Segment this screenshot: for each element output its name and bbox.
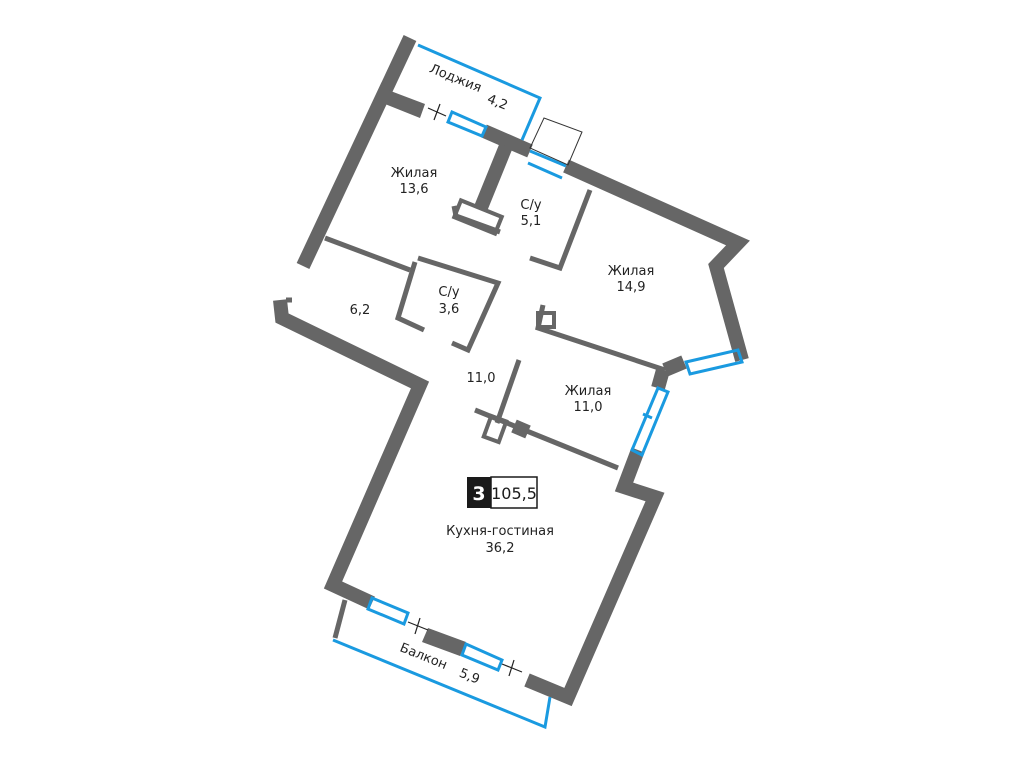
- room-name: Жилая: [391, 166, 438, 181]
- room-bathroom-1: С/у 5,1: [520, 198, 541, 229]
- room-name: С/у: [520, 198, 541, 213]
- room-bathroom-2: С/у 3,6: [438, 285, 459, 317]
- room-name: Жилая: [608, 264, 655, 279]
- room-area: 11,0: [574, 400, 603, 415]
- room-bedroom-3: Жилая 11,0: [565, 384, 612, 415]
- inner-walls: [324, 143, 666, 639]
- outer-walls: [273, 35, 750, 707]
- room-name: Кухня-гостиная: [446, 524, 554, 539]
- room-area: 36,2: [486, 541, 515, 556]
- room-bedroom-1: Жилая 13,6: [391, 166, 438, 197]
- room-name: Лоджия: [427, 62, 483, 96]
- room-kitchen-living: Кухня-гостиная 36,2: [446, 524, 554, 556]
- room-name: Жилая: [565, 384, 612, 399]
- rooms-count: 3: [472, 483, 485, 505]
- room-area: 5,1: [521, 214, 542, 229]
- room-area: 3,6: [439, 302, 460, 317]
- room-name: С/у: [438, 285, 459, 300]
- room-hall-area: 6,2: [350, 303, 371, 318]
- room-area: 5,9: [457, 666, 482, 688]
- total-area: 105,5: [491, 484, 537, 503]
- room-area: 13,6: [400, 182, 429, 197]
- room-area: 14,9: [617, 280, 646, 295]
- room-bedroom-2: Жилая 14,9: [608, 264, 655, 295]
- room-corridor-area: 11,0: [467, 371, 496, 386]
- windows: [332, 43, 744, 730]
- room-area: 4,2: [485, 92, 510, 114]
- apartment-badge: 3 105,5: [467, 476, 538, 509]
